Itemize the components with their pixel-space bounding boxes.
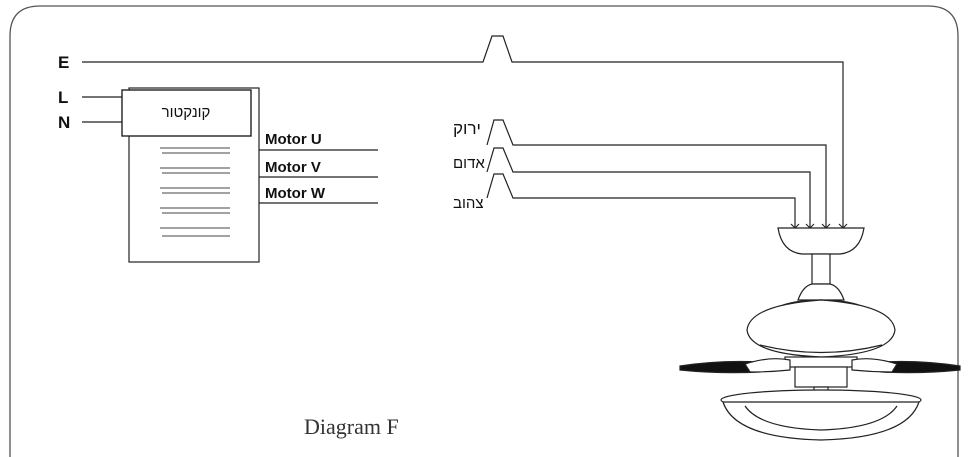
fan-hub	[784, 356, 858, 368]
color-label-v: אדום	[453, 155, 485, 172]
fan-light-bowl-inner	[744, 405, 898, 431]
fan-motor-housing	[746, 299, 896, 358]
controller-vents	[160, 147, 230, 237]
label-neutral: N	[58, 113, 70, 132]
earth-wire	[82, 35, 844, 228]
fan-light-bowl	[722, 401, 920, 441]
motor-w-wire-right	[486, 173, 796, 228]
color-label-w: צהוב	[453, 195, 484, 212]
label-live: L	[58, 88, 68, 107]
motor-u-wire-right	[486, 119, 827, 228]
label-earth: E	[58, 53, 69, 72]
fan-canopy	[777, 227, 865, 255]
connector-label: קונקטור	[162, 104, 211, 121]
motor-v-wire-right	[486, 147, 811, 228]
connector-label-box	[121, 89, 252, 137]
diagram-title: Diagram F	[304, 414, 399, 439]
fan-collar	[797, 283, 845, 301]
motor-w-label: Motor W	[265, 185, 326, 202]
fan-switch-housing	[794, 366, 848, 388]
motor-u-label: Motor U	[265, 131, 322, 148]
fan-blade-arm-right	[851, 358, 898, 373]
fan-motor-band	[759, 344, 883, 354]
motor-v-label: Motor V	[265, 159, 321, 176]
color-label-u: ירוק	[453, 119, 481, 138]
fan-downrod	[811, 253, 831, 285]
diagram-frame	[9, 5, 959, 457]
ceiling-fan-illustration	[679, 227, 961, 441]
fan-blade-arm-left	[744, 358, 791, 373]
